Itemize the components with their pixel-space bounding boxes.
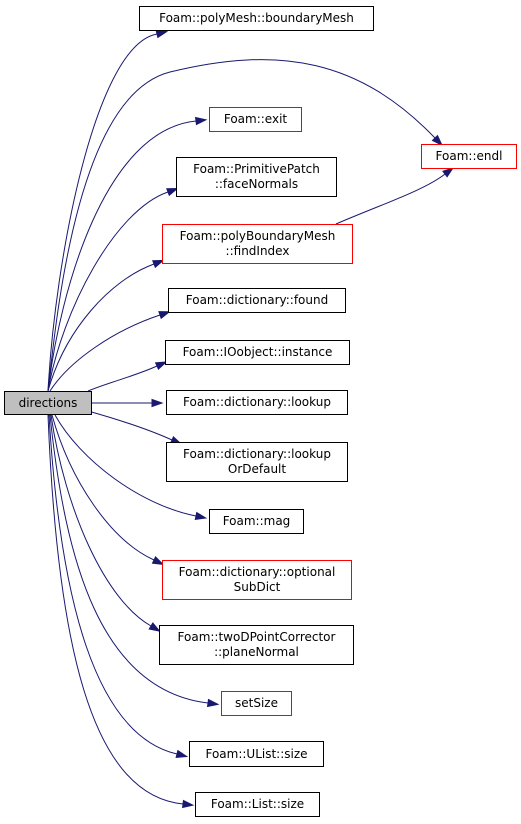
root-label: directions — [18, 395, 78, 410]
edge-root-to-boundaryMesh — [47, 33, 158, 392]
node-label: Foam::UList::size — [205, 746, 308, 761]
edge-root-to-setSize — [49, 414, 209, 704]
node-label: Foam::polyMesh::boundaryMesh — [159, 11, 354, 25]
arrowhead-mag — [194, 511, 208, 521]
node-faceNormals[interactable]: Foam::PrimitivePatch ::faceNormals — [176, 157, 337, 197]
arrowhead-found — [158, 311, 171, 320]
node-exit[interactable]: Foam::exit — [209, 107, 302, 132]
node-label-line2: ::faceNormals — [214, 177, 299, 191]
node-label: Foam::IOobject::instance — [182, 345, 333, 359]
node-lookup[interactable]: Foam::dictionary::lookup — [166, 390, 348, 415]
edge-root-to-lookupOrDefault — [87, 410, 173, 441]
node-found[interactable]: Foam::dictionary::found — [168, 288, 346, 313]
node-findIndex[interactable]: Foam::polyBoundaryMesh ::findIndex — [162, 224, 353, 264]
node-UList-size[interactable]: Foam::UList::size — [189, 741, 324, 767]
node-instance[interactable]: Foam::IOobject::instance — [165, 340, 350, 365]
arrowhead-endl — [431, 134, 444, 147]
node-label: Foam::List::size — [210, 797, 305, 811]
arrowhead-optionalSubDict — [151, 555, 165, 565]
edge-findIndex-to-endl — [335, 173, 446, 225]
node-label-line2: SubDict — [233, 580, 281, 594]
edge-root-to-planeNormal — [50, 414, 152, 627]
arrowhead-boundaryMesh — [155, 30, 169, 39]
arrowhead-exit — [194, 116, 208, 126]
edge-root-to-faceNormals — [47, 191, 169, 392]
edge-root-to-usize — [48, 414, 178, 755]
node-label: Foam::mag — [222, 514, 291, 528]
arrowhead-findIndex — [152, 259, 165, 269]
arrowhead-lookup — [151, 398, 164, 408]
node-label-line1: Foam::twoDPointCorrector — [177, 630, 336, 644]
edge-root-to-optionalSubDict — [51, 414, 155, 561]
arrowhead-endl — [442, 167, 455, 178]
node-label-line1: Foam::polyBoundaryMesh — [179, 229, 336, 243]
edge-root-to-lsize — [47, 414, 184, 805]
root-node-directions: directions — [4, 391, 92, 415]
node-List-size[interactable]: Foam::List::size — [195, 792, 320, 817]
node-optionalSubDict[interactable]: Foam::dictionary::optional SubDict — [162, 560, 352, 600]
node-endl[interactable]: Foam::endl — [421, 144, 517, 169]
edge-root-to-exit — [47, 120, 197, 392]
arrowhead-lsize — [182, 799, 195, 809]
node-label-line1: Foam::dictionary::lookup — [183, 447, 331, 461]
node-label-line1: Foam::dictionary::optional — [178, 565, 336, 579]
node-lookupOrDefault[interactable]: Foam::dictionary::lookup OrDefault — [166, 442, 348, 482]
arrowhead-planeNormal — [148, 622, 161, 632]
node-label: Foam::dictionary::lookup — [183, 395, 331, 409]
arrowhead-usize — [175, 749, 189, 758]
edge-root-to-instance — [87, 365, 158, 392]
arrowhead-setSize — [206, 698, 220, 708]
edge-root-to-mag — [54, 414, 197, 517]
node-label-line2: ::findIndex — [225, 244, 290, 258]
node-label: Foam::exit — [223, 112, 288, 126]
node-boundaryMesh[interactable]: Foam::polyMesh::boundaryMesh — [139, 6, 374, 31]
arrowhead-faceNormals — [166, 187, 179, 197]
node-label: setSize — [235, 696, 278, 710]
edge-root-to-findIndex — [47, 263, 155, 392]
edge-root-to-found — [49, 314, 161, 392]
node-label: Foam::dictionary::found — [185, 293, 329, 307]
node-label: Foam::endl — [435, 149, 503, 163]
node-label-line1: Foam::PrimitivePatch — [193, 162, 320, 176]
edge-root-to-endl — [47, 59, 436, 392]
node-label-line2: ::planeNormal — [214, 645, 299, 659]
node-label-line2: OrDefault — [227, 462, 287, 476]
node-setSize[interactable]: setSize — [221, 691, 292, 716]
node-planeNormal[interactable]: Foam::twoDPointCorrector ::planeNormal — [159, 625, 354, 665]
node-mag[interactable]: Foam::mag — [209, 509, 304, 534]
arrowhead-instance — [154, 361, 168, 371]
